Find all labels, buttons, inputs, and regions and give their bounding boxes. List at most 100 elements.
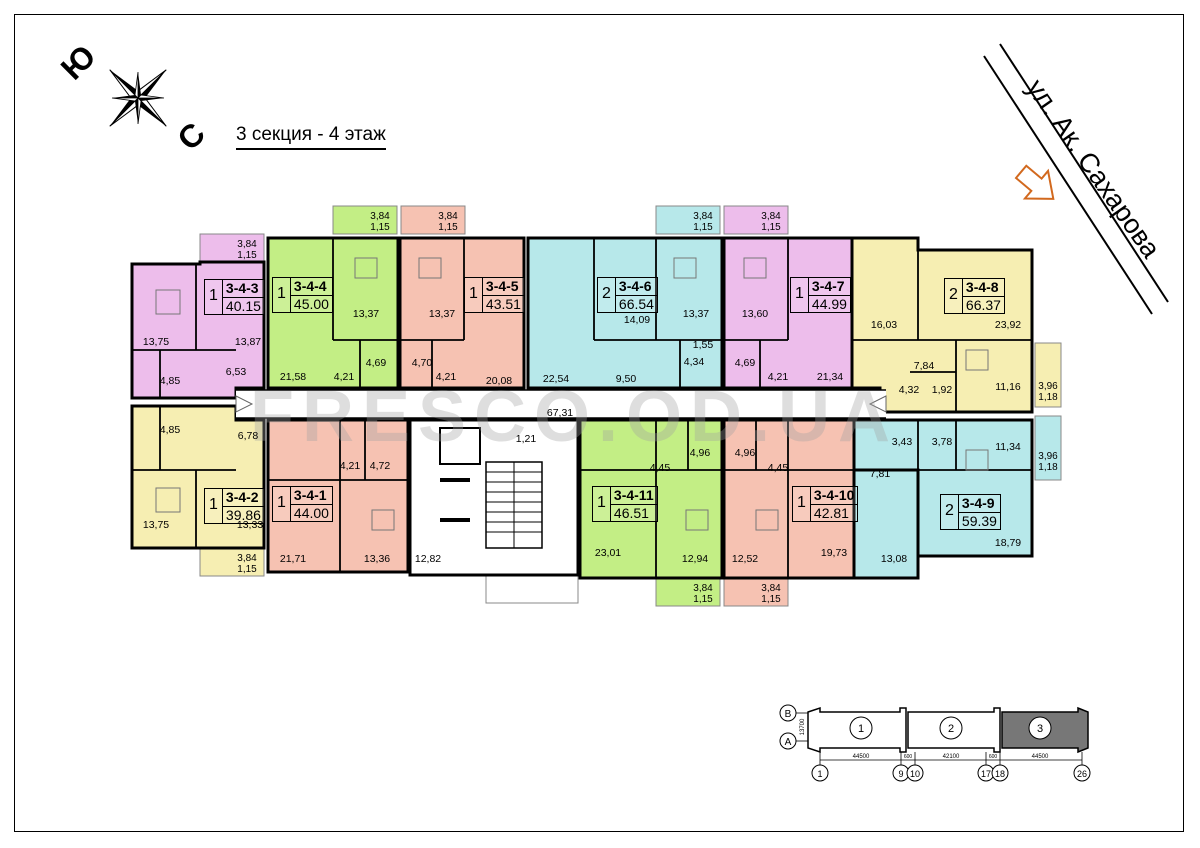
balcony-area-a: 3,84 (693, 583, 713, 594)
axis-row-v: В (785, 709, 792, 720)
apt-code: 3-4-4 (290, 278, 332, 296)
apt-3-4-6-fill (526, 236, 724, 390)
apt-3-4-5-fill (398, 236, 526, 390)
apt-code: 3-4-1 (290, 487, 332, 505)
balcony-area-a: 3,84 (438, 211, 458, 222)
room-area: 7,84 (913, 360, 935, 372)
row-dimension: 13700 (800, 718, 806, 735)
section-2-marker: 2 (948, 723, 954, 735)
room-area: 4,69 (365, 357, 387, 369)
balcony-area-a: 3,96 (1038, 381, 1058, 392)
room-area: 4,21 (767, 371, 789, 383)
balcony-3-4-8 (1034, 342, 1062, 408)
axis-17: 17 (981, 769, 991, 779)
apt-code: 3-4-6 (615, 278, 657, 296)
room-area: 13,37 (682, 308, 710, 320)
balcony-area-a: 3,84 (761, 583, 781, 594)
room-area: 13,60 (741, 308, 769, 320)
balcony-area-a: 3,84 (237, 553, 257, 564)
room-area: 16,03 (870, 319, 898, 331)
balcony-3-4-3 (199, 233, 265, 263)
room-area: 4,96 (689, 447, 711, 459)
room-area: 4,21 (435, 371, 457, 383)
apt-code: 3-4-8 (962, 279, 1004, 297)
balcony-area-b: 1,15 (438, 222, 458, 233)
apt-rooms: 1 (205, 489, 223, 523)
room-area: 4,72 (369, 460, 391, 472)
apt-rooms: 2 (945, 279, 963, 313)
apt-total-area: 40.15 (225, 298, 261, 314)
balcony-3-4-10 (723, 577, 789, 607)
room-area: 4,85 (159, 424, 181, 436)
room-area: 13,87 (234, 336, 262, 348)
room-area: 13,37 (428, 308, 456, 320)
balcony-area-a: 3,84 (761, 211, 781, 222)
room-area: 7,81 (869, 468, 891, 480)
room-area: 9,50 (615, 373, 637, 385)
apt-code: 3-4-7 (808, 278, 850, 296)
balcony-3-4-6 (655, 205, 721, 235)
room-area: 21,71 (279, 553, 307, 565)
balcony-area-b: 1,18 (1038, 462, 1058, 473)
balcony-area-b: 1,15 (370, 222, 390, 233)
room-area: 67,31 (546, 407, 574, 419)
page-title: 3 секция - 4 этаж (236, 124, 386, 150)
watermark: FRESCO.OD.UA (250, 377, 899, 457)
apt-total-area: 46.51 (613, 505, 649, 521)
apt-total-area: 43.51 (485, 296, 521, 312)
apt-total-area: 45.00 (293, 296, 329, 312)
room-area: 23,01 (594, 547, 622, 559)
street-lines (983, 43, 1169, 315)
room-area: 4,32 (898, 384, 920, 396)
room-area: 1,21 (515, 433, 537, 445)
gap-dimension-2: 600 (989, 754, 998, 760)
apt-rooms: 1 (791, 278, 809, 312)
apt-code: 3-4-10 (810, 487, 858, 505)
apt-code: 3-4-9 (958, 495, 1000, 513)
room-area: 12,94 (681, 553, 709, 565)
apt-total-area: 66.54 (618, 296, 654, 312)
room-area: 4,21 (333, 371, 355, 383)
lift-shaft (439, 427, 481, 465)
apt-rooms: 1 (793, 487, 811, 521)
section-1-marker: 1 (858, 723, 864, 735)
axis-row-a: А (785, 737, 792, 748)
apt-rooms: 1 (205, 280, 223, 314)
apt-code: 3-4-11 (610, 487, 657, 505)
apt-rooms: 1 (273, 487, 291, 521)
balcony-3-4-4 (332, 205, 398, 235)
room-area: 13,36 (363, 553, 391, 565)
room-area: 21,58 (279, 371, 307, 383)
room-area: 1,55 (692, 339, 714, 351)
apt-total-area: 42.81 (813, 505, 849, 521)
sheet-frame (14, 14, 1184, 832)
entrance-arrow-icon (1014, 164, 1055, 200)
room-area: 4,69 (734, 357, 756, 369)
balcony-area-b: 1,15 (761, 594, 781, 605)
gap-dimension-1: 600 (904, 754, 913, 760)
room-area: 23,92 (994, 319, 1022, 331)
room-area: 13,75 (142, 519, 170, 531)
room-area: 4,21 (339, 460, 361, 472)
room-area: 1,92 (931, 384, 953, 396)
balcony-3-4-5 (400, 205, 466, 235)
room-area: 12,52 (731, 553, 759, 565)
balcony-area-a: 3,96 (1038, 451, 1058, 462)
